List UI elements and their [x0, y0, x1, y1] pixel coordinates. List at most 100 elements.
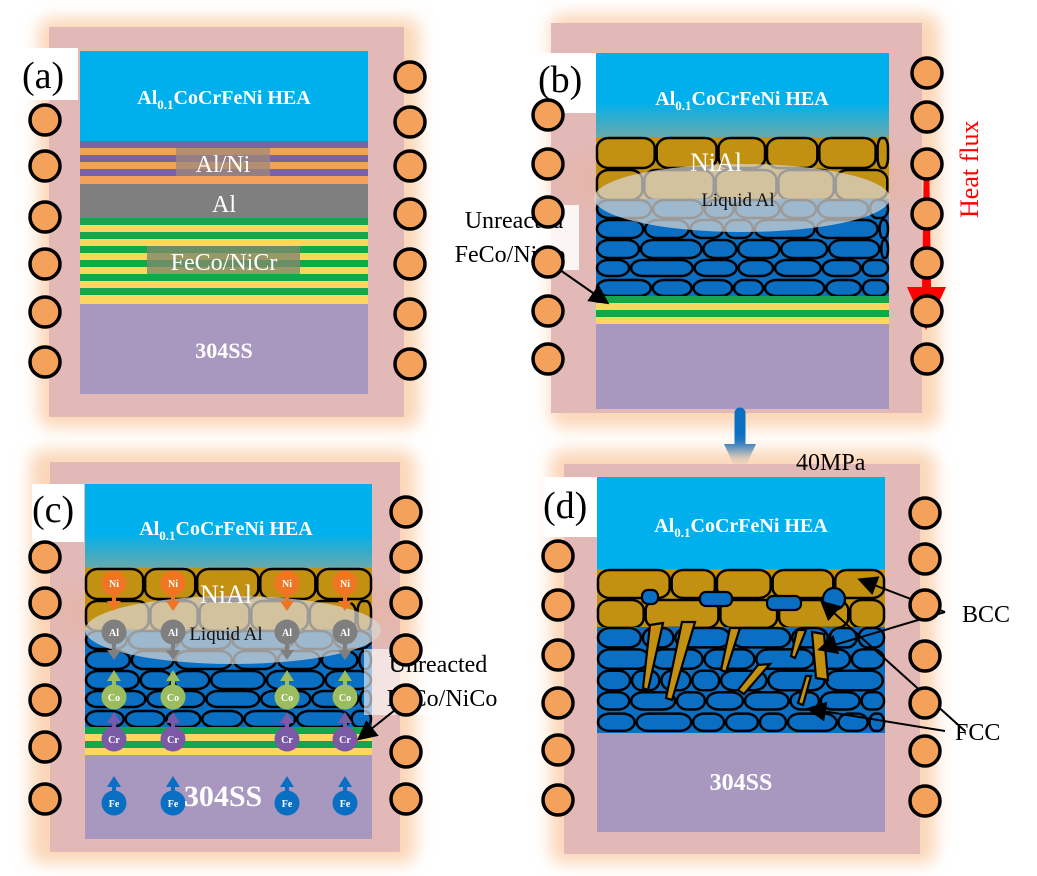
coil-turn	[389, 633, 423, 667]
coil-turn	[531, 245, 565, 279]
hea-layer	[597, 477, 885, 569]
coil-turn	[908, 734, 942, 768]
atom-symbol: Fe	[109, 799, 120, 810]
unreacted-label-box	[364, 649, 512, 715]
atom-ni: Ni	[101, 570, 127, 611]
liquid-al-zone	[85, 596, 381, 664]
atom-ni: Ni	[332, 570, 358, 611]
grain	[821, 258, 862, 278]
atom-symbol: Al	[340, 628, 350, 639]
grain	[819, 690, 861, 711]
panel-label: (a)	[22, 55, 64, 97]
coil-turn	[28, 586, 62, 620]
atom-ni: Ni	[160, 570, 186, 611]
grain	[596, 690, 631, 711]
al-ni-multilayer	[80, 141, 368, 184]
grain	[878, 218, 890, 240]
bcc-label: BCC	[962, 602, 1010, 628]
hea-layer	[596, 53, 889, 143]
fcc-label: FCC	[955, 720, 1000, 746]
grain	[124, 709, 166, 729]
atom-al: Al	[101, 619, 127, 660]
coil-turn	[910, 197, 944, 231]
coil-turn	[28, 247, 62, 281]
stainless-layer	[597, 733, 885, 832]
unreacted-pointer-arrow	[356, 705, 401, 741]
nial-label: NiAl	[690, 148, 742, 177]
atom-co: Co	[332, 670, 358, 710]
grain	[205, 689, 261, 709]
al-layer	[80, 184, 368, 218]
stainless-layer	[80, 304, 368, 394]
grain	[691, 669, 721, 692]
atom-cr: Cr	[332, 712, 358, 752]
coil-turn	[531, 294, 565, 328]
grain	[763, 278, 826, 298]
grain	[724, 712, 760, 733]
fcc-island	[765, 594, 803, 612]
coil-turn	[393, 347, 427, 381]
grain	[675, 690, 707, 711]
atom-cr: Cr	[160, 712, 186, 752]
coil-turn	[28, 149, 62, 183]
grain	[730, 626, 792, 649]
panel-label: (d)	[543, 485, 587, 527]
coil-turn	[393, 149, 427, 183]
grain	[827, 238, 881, 260]
bcc-needle	[736, 662, 773, 696]
grain	[876, 136, 890, 170]
atom-symbol: Cr	[281, 735, 293, 746]
grain	[209, 669, 267, 691]
grain	[595, 278, 653, 298]
grain	[265, 669, 325, 691]
feco-nicr-label: FeCo/NiCr	[171, 250, 278, 276]
panel-label-box	[32, 484, 84, 542]
atom-cr: Cr	[274, 712, 300, 752]
atom-symbol: Cr	[167, 735, 179, 746]
grain	[595, 258, 631, 278]
coil-turn	[28, 633, 62, 667]
bcc-needle	[789, 628, 808, 660]
coil-turn	[28, 683, 62, 717]
grain	[773, 258, 822, 278]
atom-symbol: Ni	[109, 579, 119, 590]
coil-turn	[28, 782, 62, 816]
liquid-al-label: Liquid Al	[189, 624, 262, 645]
coil-turn	[28, 200, 62, 234]
atom-fe: Fe	[160, 776, 186, 816]
grain	[743, 690, 790, 711]
coil-turn	[531, 195, 565, 229]
atom-symbol: Co	[339, 693, 351, 704]
liquid-al-zone	[594, 164, 890, 232]
coil-turn	[28, 540, 62, 574]
grain	[732, 278, 765, 298]
induction-coil-left	[28, 103, 62, 379]
coil-turn	[908, 784, 942, 818]
coil-turn	[910, 147, 944, 181]
atom-al: Al	[274, 619, 300, 660]
bcc-needle	[719, 626, 742, 674]
atom-symbol: Fe	[340, 799, 351, 810]
coil-turn	[910, 100, 944, 134]
atom-ni: Ni	[274, 570, 300, 611]
grain	[651, 278, 693, 298]
hea-layer	[85, 484, 372, 574]
atom-co: Co	[160, 670, 186, 710]
fcc-pointer-arrows	[806, 600, 966, 732]
induction-coil-right	[908, 496, 942, 818]
bcc-needle	[641, 621, 665, 692]
grain	[691, 712, 726, 733]
grain	[693, 258, 738, 278]
induction-coil-left	[531, 98, 565, 376]
coil-turn	[389, 782, 423, 816]
stainless-label: 304SS	[195, 338, 252, 363]
coil-turn	[908, 588, 942, 622]
pressure-label: 40MPa	[796, 450, 866, 476]
stainless-label: 304SS	[710, 770, 773, 796]
hea-layer	[80, 51, 368, 141]
grain	[84, 649, 132, 671]
coil-turn	[389, 683, 423, 717]
coil-turn	[541, 588, 575, 622]
stainless-layer	[596, 324, 889, 409]
atom-symbol: Co	[281, 693, 293, 704]
